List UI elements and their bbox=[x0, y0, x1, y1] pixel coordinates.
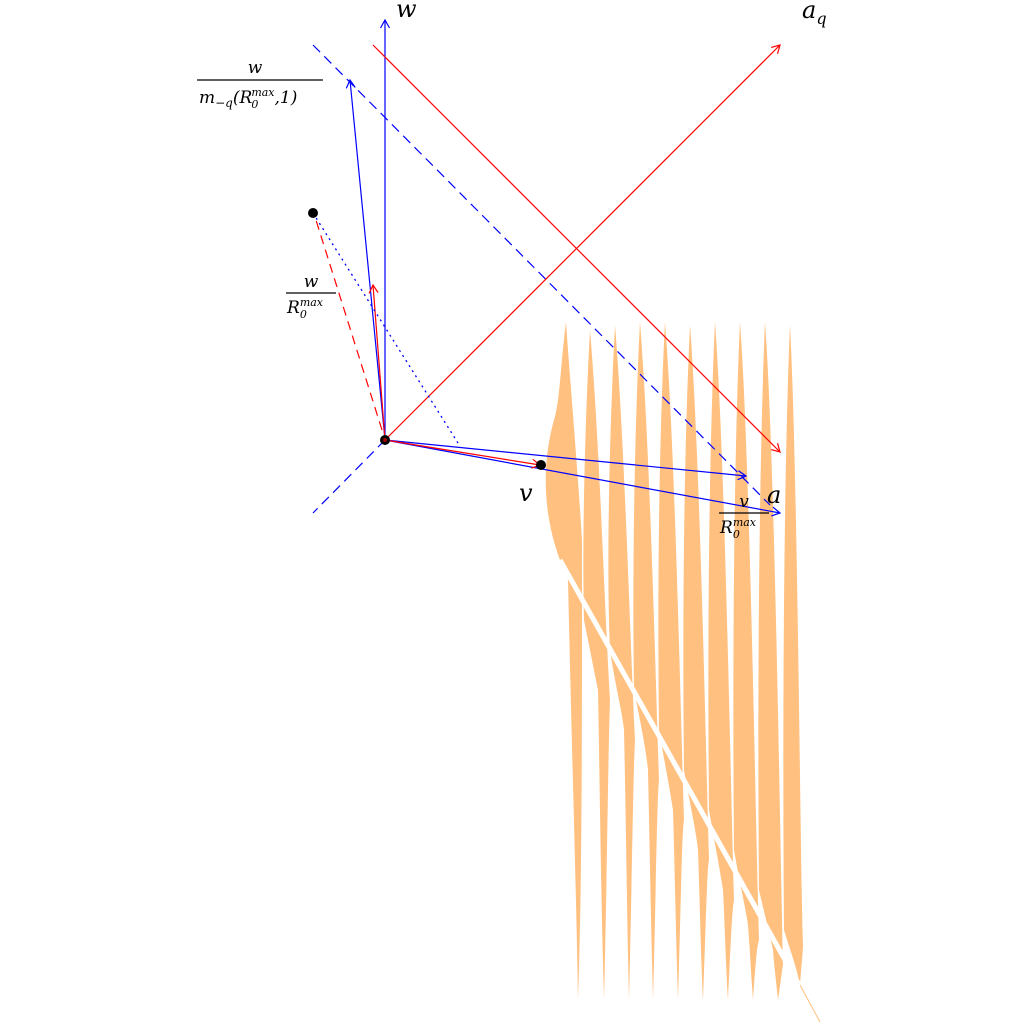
blue-dashed-line bbox=[312, 44, 771, 506]
orange-region-5 bbox=[658, 322, 684, 1000]
w-over-m-vector bbox=[345, 78, 386, 441]
orange-region-8 bbox=[733, 322, 759, 1000]
red-dashed-line bbox=[314, 216, 383, 431]
orange-region-4 bbox=[633, 322, 659, 1000]
aq-axis-subscript: q bbox=[816, 9, 826, 28]
diagonal-cut-edge bbox=[799, 984, 821, 1023]
a-axis-label: a bbox=[767, 481, 781, 509]
v-point bbox=[536, 460, 546, 470]
aq-axis bbox=[384, 44, 781, 441]
origin-point-center bbox=[383, 438, 387, 442]
orange-region-9 bbox=[758, 322, 783, 1000]
v-vector bbox=[384, 439, 542, 469]
fraction-w-over-m-numerator: w bbox=[248, 58, 263, 78]
diagonal-cut bbox=[557, 558, 823, 1024]
orange-region-6 bbox=[683, 325, 709, 1000]
fraction-v-over-r: v R0max bbox=[719, 492, 769, 541]
fraction-w-over-r-numerator: w bbox=[304, 272, 319, 292]
aq-axis-label: aq bbox=[802, 0, 827, 28]
orange-region-2 bbox=[583, 330, 610, 1000]
orange-region-10 bbox=[783, 325, 803, 985]
blue-vector-to-dashed bbox=[384, 439, 748, 481]
a-axis bbox=[384, 439, 782, 517]
fraction-w-over-m: w m−q(R0max,1) bbox=[197, 58, 323, 111]
w-axis-label: w bbox=[396, 0, 417, 23]
v-point-label: v bbox=[519, 479, 533, 507]
fraction-w-over-m-denominator: m−q(R0max,1) bbox=[199, 86, 297, 111]
fraction-v-over-r-numerator: v bbox=[739, 492, 749, 512]
orange-region-1 bbox=[545, 322, 582, 1000]
w-over-r-vector bbox=[368, 283, 386, 441]
w-point bbox=[308, 208, 318, 218]
orange-regions bbox=[545, 322, 803, 1000]
fraction-w-over-r-denominator: R0max bbox=[286, 296, 324, 321]
orange-region-3 bbox=[608, 325, 635, 1000]
fraction-v-over-r-denominator: R0max bbox=[719, 516, 757, 541]
blue-dashed-lower bbox=[312, 439, 386, 514]
red-descending-line bbox=[372, 44, 781, 453]
orange-region-7 bbox=[708, 322, 734, 1000]
fraction-w-over-r: w R0max bbox=[286, 272, 336, 321]
